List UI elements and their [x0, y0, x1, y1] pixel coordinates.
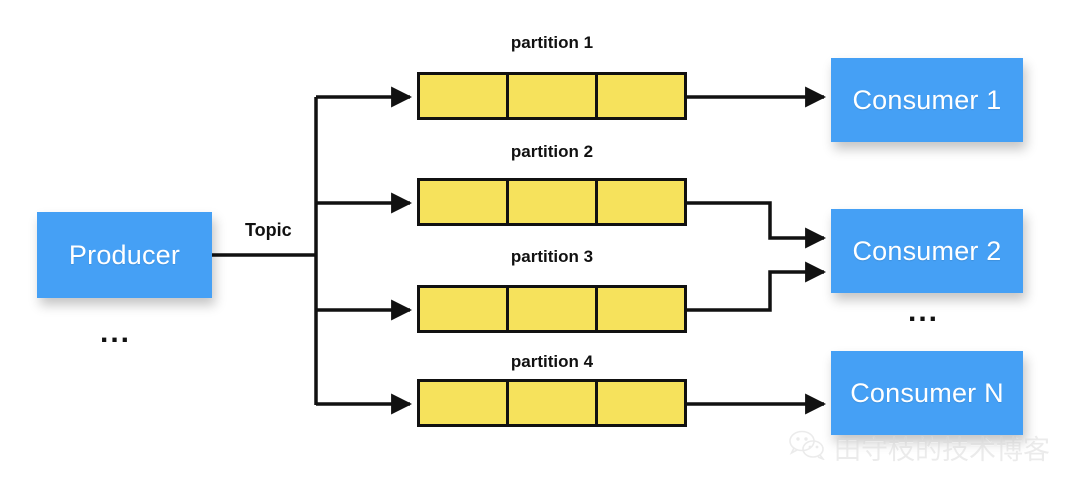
partition-3-cell-1[interactable] [420, 288, 509, 330]
partition-1-strip[interactable] [417, 72, 687, 120]
partition-4-strip[interactable] [417, 379, 687, 427]
consumer-ellipsis: ... [908, 295, 940, 328]
partition-1-label: partition 1 [510, 33, 594, 52]
partition-1-cell-3[interactable] [598, 75, 684, 117]
partition-3-cell-3[interactable] [598, 288, 684, 330]
producer-label: Producer [68, 239, 181, 270]
producer-box[interactable]: Producer [37, 212, 212, 298]
wire-partition-2-to-consumer-2 [687, 201, 827, 249]
partition-3-strip[interactable] [417, 285, 687, 333]
producer-ellipsis: ... [100, 316, 132, 349]
wechat-icon [788, 430, 826, 465]
partition-2-cell-3[interactable] [598, 181, 684, 223]
partition-4-cell-3[interactable] [598, 382, 684, 424]
partition-4-cell-2[interactable] [509, 382, 598, 424]
partition-1-cell-2[interactable] [509, 75, 598, 117]
consumer-n-box[interactable]: Consumer N [831, 351, 1023, 435]
partition-3-cell-2[interactable] [509, 288, 598, 330]
partition-2-cell-1[interactable] [420, 181, 509, 223]
partition-1-cell-1[interactable] [420, 75, 509, 117]
consumer-1-box[interactable]: Consumer 1 [831, 58, 1023, 142]
consumer-2-label: Consumer 2 [852, 235, 1002, 266]
partition-4-label: partition 4 [510, 352, 594, 371]
consumer-n-label: Consumer N [850, 377, 1004, 408]
partition-3-label: partition 3 [510, 247, 594, 266]
wire-partition-3-to-consumer-2 [687, 261, 827, 312]
partition-2-label: partition 2 [510, 142, 594, 161]
partition-2-strip[interactable] [417, 178, 687, 226]
consumer-1-label: Consumer 1 [852, 84, 1002, 115]
partition-4-cell-1[interactable] [420, 382, 509, 424]
consumer-2-box[interactable]: Consumer 2 [831, 209, 1023, 293]
partition-2-cell-2[interactable] [509, 181, 598, 223]
topic-label: Topic [245, 220, 292, 240]
